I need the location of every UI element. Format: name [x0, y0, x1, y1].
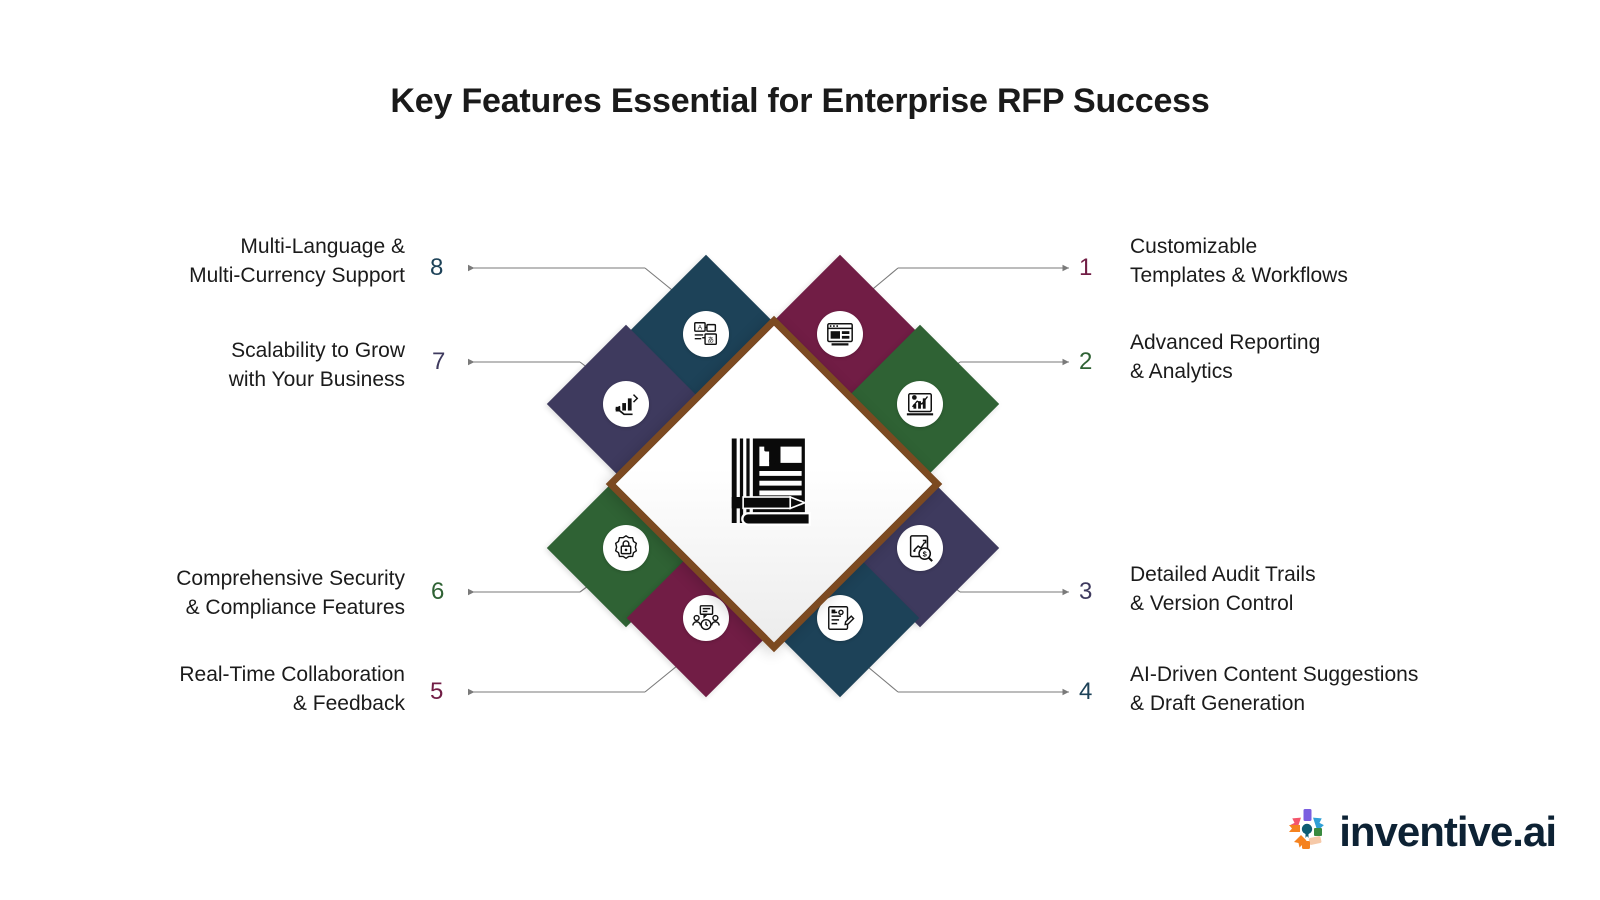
page-title: Key Features Essential for Enterprise RF… — [390, 82, 1210, 120]
pinwheel-logo-mark — [1285, 807, 1329, 856]
label-text-6: Comprehensive Security & Compliance Feat… — [176, 567, 405, 619]
label-number-3: 3 — [1079, 578, 1093, 605]
label-number-6: 6 — [431, 578, 445, 605]
diamond-segment-3[interactable]: $ — [840, 468, 1000, 628]
label-text-3: Detailed Audit Trails & Version Control — [1130, 563, 1316, 615]
template-window-icon — [817, 311, 863, 357]
security-gear-lock-icon — [603, 525, 649, 571]
translate-currency-icon: A あ — [683, 311, 729, 357]
label-text-1: Customizable Templates & Workflows — [1130, 235, 1348, 287]
label-number-7: 7 — [432, 348, 446, 375]
diamond-segment-2[interactable] — [840, 324, 1000, 484]
label-text-2: Advanced Reporting & Analytics — [1130, 331, 1321, 383]
growth-chart-hand-icon — [603, 381, 649, 427]
diamond-segment-8[interactable]: A あ — [626, 254, 786, 414]
brand-logo-text: inventive.ai — [1339, 807, 1557, 855]
label-number-8: 8 — [430, 254, 444, 281]
diamond-segment-1[interactable] — [760, 254, 920, 414]
proposal-document-pencil-icon — [718, 428, 830, 540]
brand-logo: inventive.ai — [1285, 807, 1557, 856]
audit-magnifier-icon: $ — [897, 525, 943, 571]
center-emblem — [605, 315, 943, 653]
label-text-8: Multi-Language & Multi-Currency Support — [189, 235, 405, 287]
team-chat-clock-icon — [683, 595, 729, 641]
ai-draft-pen-icon — [817, 595, 863, 641]
label-number-4: 4 — [1079, 678, 1093, 705]
svg-text:$: $ — [923, 549, 928, 558]
diamond-segment-4[interactable] — [760, 538, 920, 698]
diamond-segment-7[interactable] — [546, 324, 706, 484]
svg-text:A: A — [698, 324, 703, 331]
label-number-1: 1 — [1079, 254, 1093, 281]
analytics-report-icon — [897, 381, 943, 427]
label-number-5: 5 — [430, 678, 444, 705]
svg-text:あ: あ — [707, 336, 714, 344]
label-text-4: AI-Driven Content Suggestions & Draft Ge… — [1130, 663, 1419, 715]
label-text-7: Scalability to Grow with Your Business — [228, 339, 405, 391]
label-text-5: Real-Time Collaboration & Feedback — [179, 663, 405, 715]
diamond-segment-5[interactable] — [626, 538, 786, 698]
label-number-2: 2 — [1079, 348, 1093, 375]
diamond-segment-6[interactable] — [546, 468, 706, 628]
